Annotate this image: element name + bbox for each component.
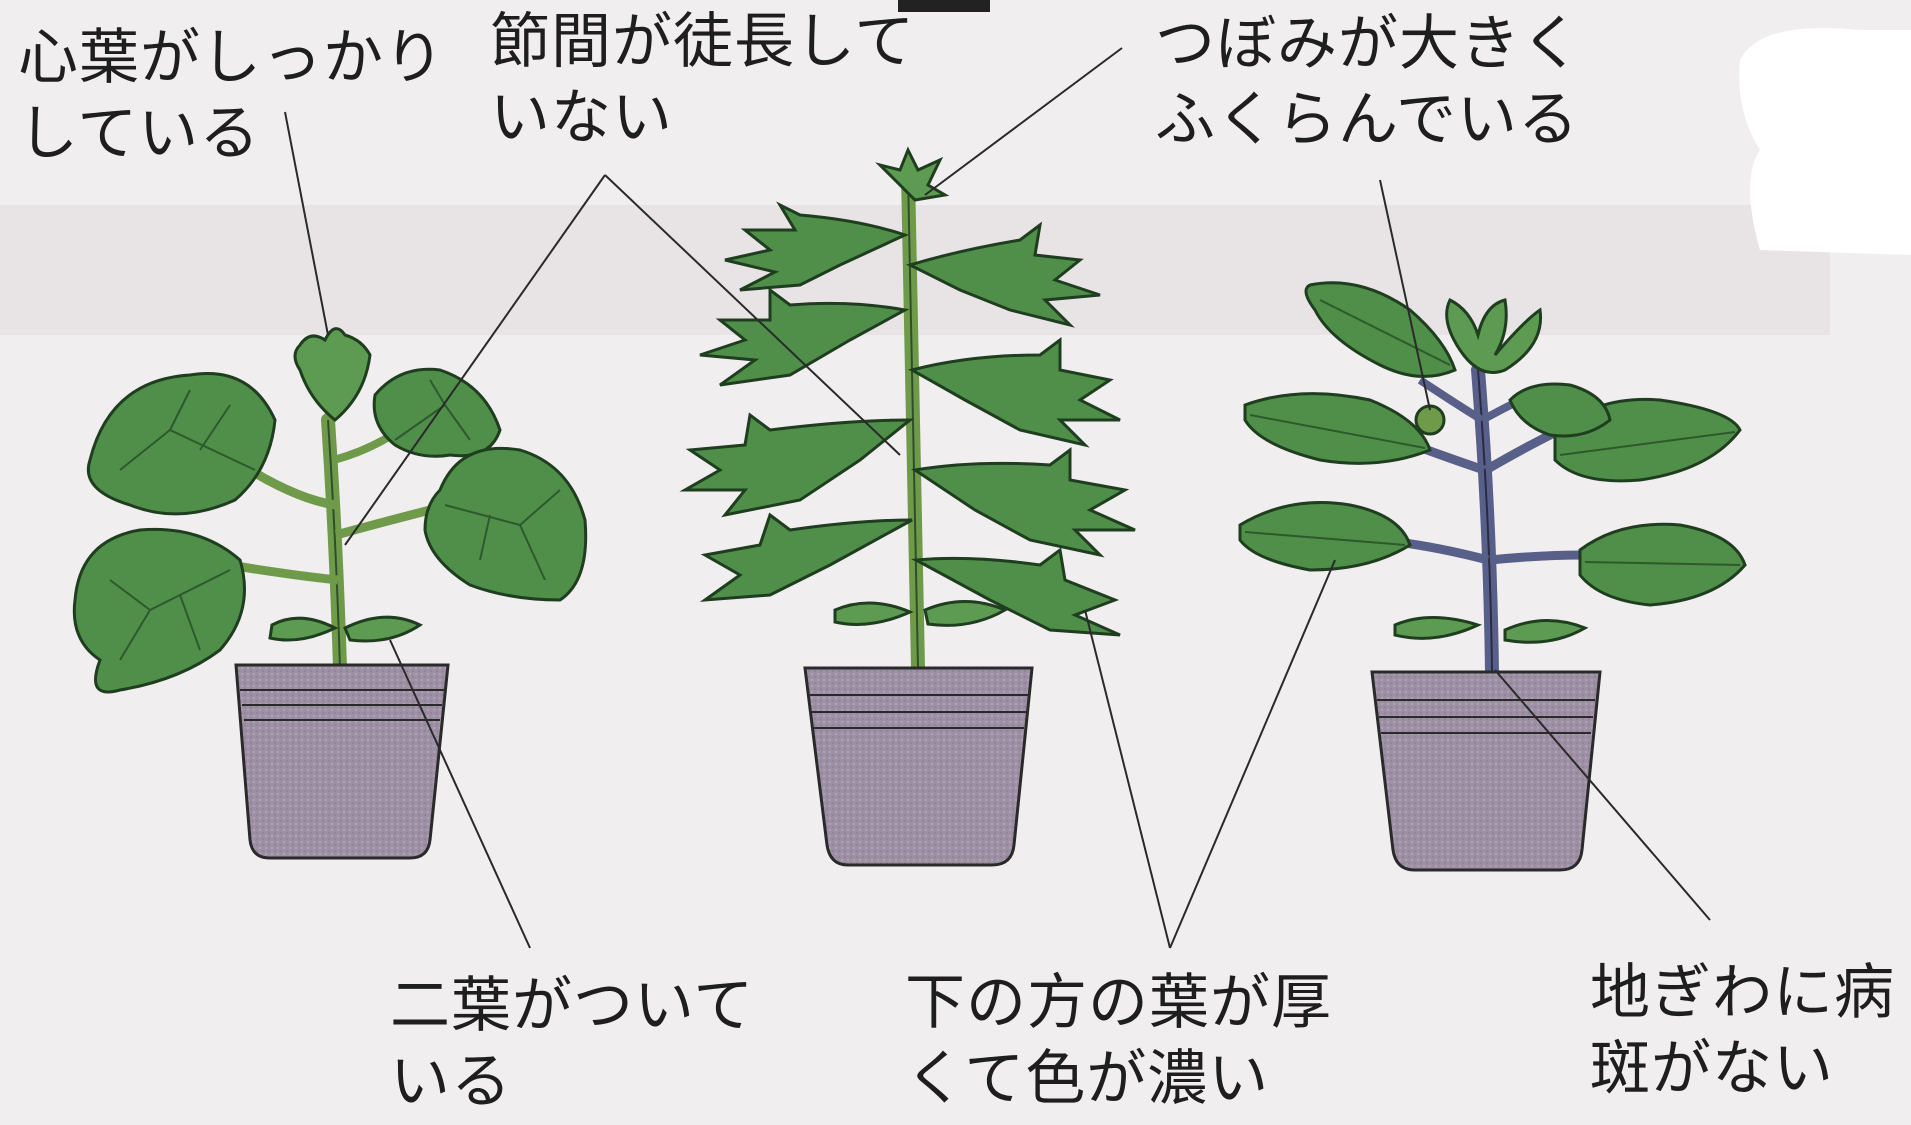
leader-flower-bud [1379, 179, 1431, 411]
label-line: 節間が徒長して [490, 7, 916, 77]
plant-cucumber [72, 327, 588, 694]
leader-lines [284, 47, 1711, 949]
label-line: つぼみが大きく [1155, 9, 1582, 79]
label-flower-bud: つぼみが大きく ふくらんでいる [1155, 6, 1582, 158]
label-line: している [18, 99, 261, 169]
leader-soil-line [1494, 669, 1711, 921]
leader-cotyledon [389, 639, 531, 949]
leader-lower-leaf-right [1169, 559, 1336, 949]
pot-1 [234, 663, 450, 860]
leader-lower-leaf-left [1084, 609, 1171, 949]
leader-internode-right [604, 174, 901, 456]
label-cotyledon: 二葉がついて いる [390, 968, 754, 1120]
leader-bud [924, 47, 1123, 196]
label-line: いない [490, 83, 673, 153]
label-internode: 節間が徒長して いない [490, 4, 915, 156]
label-lower-leaves: 下の方の葉が厚 くて色が濃い [905, 965, 1332, 1117]
white-patch [1739, 28, 1911, 255]
plant-tomato [679, 146, 1136, 675]
top-mark [898, 0, 990, 12]
label-soil-line: 地ぎわに病 斑がない [1590, 955, 1895, 1107]
pot-2 [803, 666, 1034, 867]
label-line: 下の方の葉が厚 [905, 968, 1332, 1038]
label-heart-leaf: 心葉がしっかり している [18, 20, 445, 172]
label-line: 地ぎわに病 [1590, 958, 1895, 1028]
plant-eggplant [1238, 281, 1747, 679]
label-line: くて色が濃い [905, 1044, 1270, 1114]
leader-internode-left [344, 174, 606, 546]
label-line: ふくらんでいる [1155, 85, 1579, 155]
label-line: 心葉がしっかり [18, 23, 445, 93]
label-line: いる [390, 1047, 512, 1117]
label-line: 斑がない [1590, 1034, 1834, 1104]
leader-heart-leaf [284, 111, 329, 336]
pot-3 [1370, 670, 1602, 872]
label-line: 二葉がついて [390, 971, 755, 1041]
